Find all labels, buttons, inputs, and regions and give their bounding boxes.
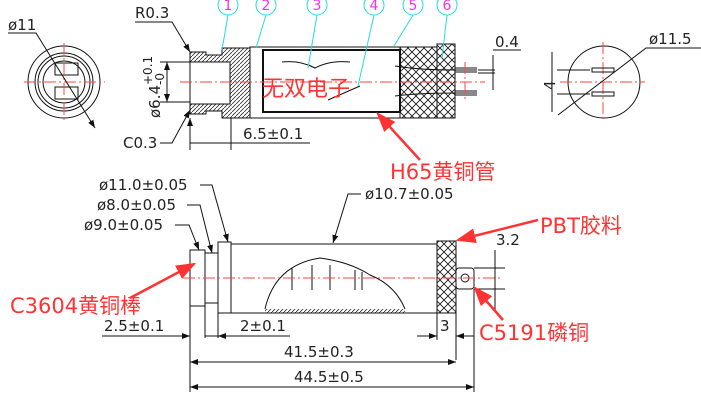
balloon-6: 6 <box>443 0 452 14</box>
bore-tol-upper: +0.1 <box>141 56 155 85</box>
balloon-5: 5 <box>409 0 418 14</box>
length-41-5-label: 41.5±0.3 <box>284 343 354 361</box>
material-contact: C5191磷铜 <box>479 321 589 345</box>
length-44-5-label: 44.5±0.5 <box>294 368 364 386</box>
right-diameter-label: ø11.5 <box>649 30 692 48</box>
diameter-8-label: ø8.0±0.05 <box>97 196 176 214</box>
dim-3-2-label: 3.2 <box>496 231 520 249</box>
dim-2-label: 2±0.1 <box>240 317 286 335</box>
balloon-2: 2 <box>262 0 271 14</box>
balloons: 1 2 3 4 5 6 <box>217 0 458 87</box>
material-insulator: PBT胶料 <box>540 214 622 238</box>
material-tube: H65黄铜管 <box>390 160 496 184</box>
end-diameter-label: ø11 <box>8 16 36 34</box>
pin-spacing-label: 4 <box>541 80 559 90</box>
length-label: 6.5±0.1 <box>243 125 303 143</box>
dim-3-label: 3 <box>440 317 450 335</box>
watermark-text: 无双电子 <box>262 77 350 102</box>
chamfer-label: C0.3 <box>123 134 157 152</box>
diameter-11-label: ø11.0±0.05 <box>99 176 188 194</box>
balloon-4: 4 <box>370 0 379 14</box>
diameter-9-label: ø9.0±0.05 <box>84 216 163 234</box>
material-annotations: H65黄铜管 PBT胶料 C3604黄铜棒 C5191磷铜 <box>10 112 622 345</box>
fillet-label: R0.3 <box>135 4 169 22</box>
bottom-elevation-view: ø11.0±0.05 ø8.0±0.05 ø9.0±0.05 ø10.7±0.0… <box>84 176 520 392</box>
left-end-view: ø11 <box>8 16 105 129</box>
right-end-view: 4 ø11.5 <box>541 30 701 122</box>
balloon-3: 3 <box>313 0 322 14</box>
material-rod: C3604黄铜棒 <box>10 294 141 318</box>
balloon-1: 1 <box>224 0 233 14</box>
tube-diameter-label: ø10.7±0.05 <box>365 185 454 203</box>
bore-tol-lower: -0 <box>153 73 167 85</box>
top-section-view: 无双电子 1 2 3 4 5 6 R0.3 C0.3 ø6.4 +0.1 -0 … <box>123 0 521 152</box>
pin-thickness-label: 0.4 <box>495 33 519 51</box>
bore-label: ø6.4 <box>146 85 164 118</box>
dim-2-5-label: 2.5±0.1 <box>104 317 164 335</box>
